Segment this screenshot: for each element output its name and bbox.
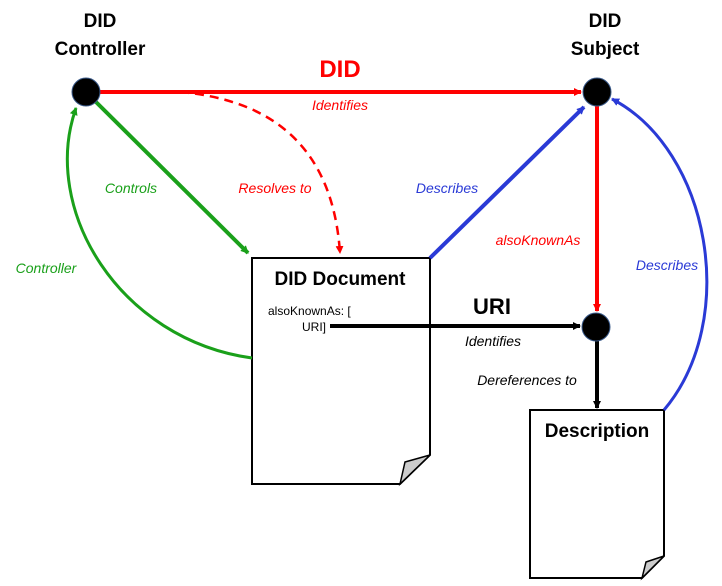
controls-arrow [94, 100, 250, 255]
controller-arrow [65, 107, 253, 360]
subject-title-line2: Subject [571, 39, 640, 60]
controller-title-line2: Controller [55, 39, 146, 60]
description-document: Description [529, 409, 665, 581]
resolves-to-arrow [179, 90, 344, 254]
uri-label: URI [473, 294, 511, 319]
did-document-title: DID Document [275, 269, 407, 290]
subject-title-line1: DID [589, 11, 622, 32]
controls-label: Controls [105, 180, 157, 196]
description-title: Description [545, 421, 650, 442]
describes-description-arrow [611, 97, 709, 411]
did-controller-node [71, 77, 101, 107]
did-document-line1: alsoKnownAs: [ [268, 304, 351, 318]
did-label: DID [319, 56, 360, 83]
page-fold-icon [640, 555, 665, 581]
page-fold-icon [398, 454, 431, 487]
describes-subject-label: Describes [416, 180, 478, 196]
describes-description-label: Describes [636, 257, 698, 273]
resolves-to-label: Resolves to [238, 180, 311, 196]
describes-subject-arrow [428, 105, 586, 260]
controller-title-line1: DID [84, 11, 117, 32]
did-document: DID Document alsoKnownAs: [ URI] [251, 257, 431, 487]
did-subject-node [582, 77, 612, 107]
did-document-line2: URI] [302, 320, 326, 334]
did-identifies-label: Identifies [312, 97, 368, 113]
controller-label: Controller [16, 260, 78, 276]
uri-resource-node [581, 312, 611, 342]
also-known-as-label: alsoKnownAs [496, 232, 581, 248]
dereferences-label: Dereferences to [477, 372, 577, 388]
uri-identifies-label: Identifies [465, 333, 521, 349]
